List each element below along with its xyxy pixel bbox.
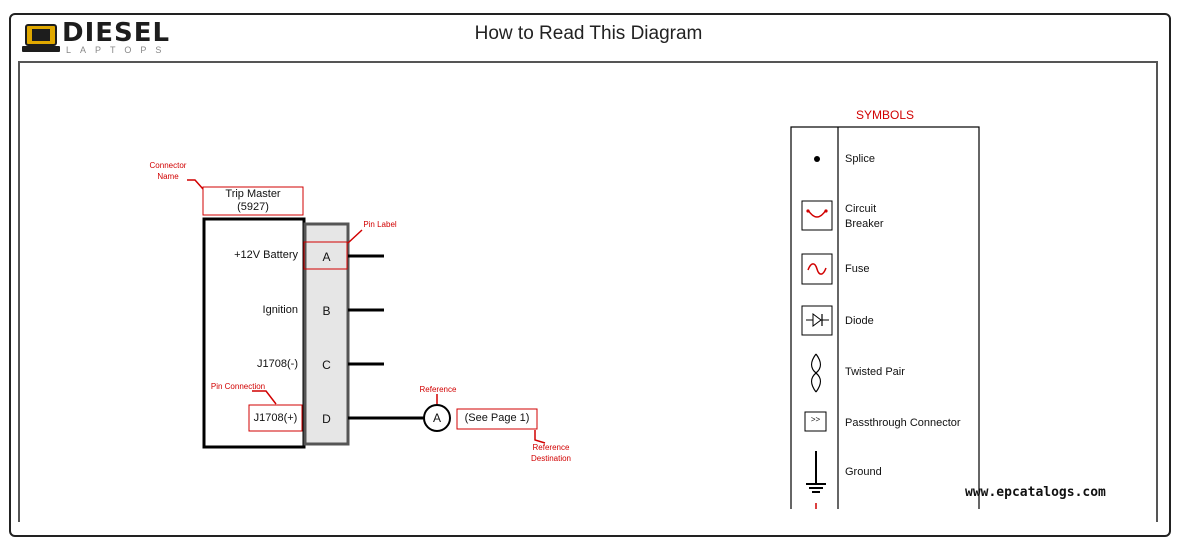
symbol-label-circuit-breaker-line1: Circuit [845,203,877,215]
pin-connection-highlight [248,404,303,432]
symbol-label-splice: Splice [845,153,875,165]
callout-reference-destination-line1: Reference [532,443,570,452]
symbols-title: SYMBOLS [855,108,915,122]
circuit-breaker-icon [801,200,833,231]
callout-connector-name-line2: Name [157,172,179,181]
symbol-label-circuit-breaker-line2: Breaker [845,218,884,230]
symbol-label-ground: Ground [845,466,882,478]
header-divider [18,61,1158,63]
page-title: How to Read This Diagram [474,23,703,44]
callout-reference-destination: Reference Destination [521,442,581,464]
symbol-label-diode: Diode [845,315,874,327]
callout-connector-name-line1: Connector [149,161,187,170]
symbol-label-twisted-pair: Twisted Pair [845,366,905,378]
logo-text: DIESEL [62,18,171,48]
pin-signal-b: Ignition [262,304,298,316]
reference-circle [423,404,451,432]
symbol-label-circuit-breaker: Circuit Breaker [845,202,884,232]
connector-name: Trip Master (5927) [203,188,303,214]
diode-icon [801,305,833,336]
pin-letter-c: C [322,358,331,372]
reference-destination-box [456,408,538,430]
reference-letter: A [432,411,441,425]
pin-letter-d: D [322,412,331,426]
callout-pin-connection: Pin Connection [210,382,266,391]
diesel-laptops-logo: DIESEL LAPTOPS [22,18,169,58]
laptop-logo-icon [22,24,60,52]
pin-letter-b: B [322,304,331,318]
connector-name-box [202,186,304,216]
symbol-label-fuse: Fuse [845,263,870,275]
pin-block [303,222,350,446]
pin-signal-d: J1708(+) [253,412,298,424]
connector-name-leader [187,179,204,190]
ground-icon [806,451,826,493]
reference-destination-leader [534,430,546,444]
callout-reference: Reference [419,385,457,394]
callout-pin-label: Pin Label [363,220,397,229]
pin-signal-a: +12V Battery [234,249,298,261]
connector-number-label: (5927) [237,201,269,213]
pin-letter-a: A [322,250,331,264]
pin-signal-c: J1708(-) [257,358,298,370]
passthrough-glyph: >> [810,415,821,424]
pin-label-leader [347,229,363,244]
footer-url: www.epcatalogs.com [965,485,1106,500]
pin-label-highlight [303,241,348,270]
callout-connector-name: Connector Name [140,160,196,182]
inner-border-right [1156,62,1158,522]
connector-name-label: Trip Master [225,188,281,200]
inner-border-left [18,62,20,522]
symbol-label-passthrough: Passthrough Connector [845,417,961,429]
reference-destination: (See Page 1) [464,412,530,424]
twisted-pair-icon [810,353,822,393]
fuse-icon [801,253,833,285]
splice-icon [814,156,820,162]
pin-connection-leader [252,390,277,405]
diagram-canvas [187,126,980,509]
passthrough-connector-icon [804,411,827,432]
logo-subtext: LAPTOPS [66,45,171,55]
callout-reference-destination-line2: Destination [530,454,572,463]
